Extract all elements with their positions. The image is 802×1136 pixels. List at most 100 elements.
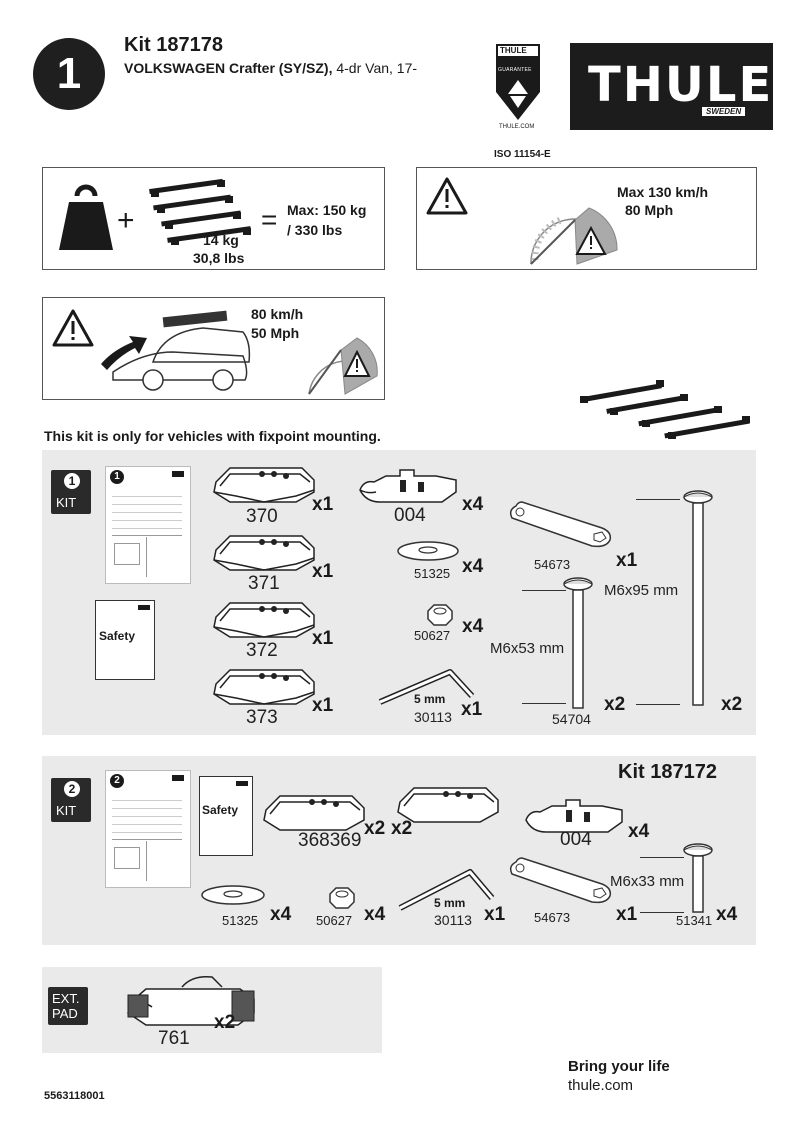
bolt-dimension-line — [522, 703, 566, 704]
ext-pad-tag: EXT. PAD — [48, 987, 88, 1025]
speedometer-icon — [308, 337, 378, 395]
ext-pad-qty: x2 — [214, 1012, 236, 1033]
max-load-kg: Max: 150 kg — [287, 202, 367, 218]
kit2-instruction-booklet: 2 — [105, 770, 191, 888]
clamp-number: 004 — [394, 505, 426, 526]
kit2-plate-number: 54673 — [534, 910, 571, 925]
vehicle-type: 4-dr Van, 17- — [332, 60, 418, 76]
plate-number: 54673 — [534, 557, 571, 572]
clamp-icon — [525, 799, 623, 833]
vehicle-line: VOLKSWAGEN Crafter (SY/SZ), 4-dr Van, 17… — [124, 60, 417, 76]
equals-sign: = — [261, 204, 278, 235]
clamp-icon — [359, 469, 457, 503]
foot-373-qty: x1 — [312, 695, 334, 716]
website-url: thule.com — [568, 1077, 634, 1094]
kit2-bolt-number: 51341 — [676, 913, 713, 928]
kit2-tag: 2 KIT — [51, 778, 91, 822]
kit2-allen-key-size: 5 mm — [434, 896, 466, 910]
kit1-instruction-booklet: 1 — [105, 466, 191, 584]
step-number-circle: 1 — [33, 38, 105, 110]
kit2-nut-number: 50627 — [316, 913, 353, 928]
kit2-allen-key-number: 30113 — [434, 912, 472, 928]
guarantee-label: GUARANTEE — [498, 67, 532, 73]
plus-sign: + — [117, 204, 135, 237]
kit2-allen-key-qty: x1 — [484, 904, 506, 925]
kit2-title: Kit 187172 — [618, 761, 717, 783]
speedometer-icon — [530, 207, 618, 265]
tagline: Bring your life — [568, 1058, 670, 1075]
kit2-bolt-qty: x4 — [716, 904, 738, 925]
kit2-tag-number: 2 — [64, 781, 80, 797]
plate-icon — [509, 501, 612, 548]
kit1-tag: 1 KIT — [51, 470, 91, 514]
foot-371-qty: x1 — [312, 561, 334, 582]
plate-icon — [509, 857, 612, 904]
allen-key-number: 30113 — [414, 709, 452, 725]
foot-pad-icon — [397, 787, 499, 823]
kit1-tag-number: 1 — [64, 473, 80, 489]
kit2-feet-qty-b: x2 — [391, 818, 413, 839]
kit-title: Kit 187178 — [124, 34, 223, 56]
kit-weight-kg: 14 kg — [203, 232, 239, 248]
bolt-dimension-line — [640, 912, 684, 913]
nut-qty: x4 — [462, 616, 484, 637]
nut-icon — [329, 887, 355, 909]
max-load-lbs: / 330 lbs — [287, 222, 343, 238]
max-load-box: + 14 kg 30,8 lbs = Max: 150 kg / 330 lbs — [42, 167, 385, 270]
guarantee-badge: THULE GUARANTEE THULE.COM — [494, 42, 542, 134]
bolt-icon — [683, 843, 713, 913]
nut-icon — [427, 604, 453, 626]
short-bolt-number: 54704 — [552, 711, 591, 727]
guarantee-brand: THULE — [500, 46, 527, 55]
foot-pad-icon — [213, 669, 315, 705]
short-bolt-dimension: M6x53 mm — [490, 640, 565, 657]
kit2-washer-number: 51325 — [222, 913, 259, 928]
foot-371-number: 371 — [248, 573, 280, 594]
foot-pad-icon — [263, 795, 365, 831]
clamp-qty: x4 — [462, 494, 484, 515]
allen-key-icon — [398, 869, 495, 911]
kit2-tag-label: KIT — [56, 803, 77, 818]
allen-key-size: 5 mm — [414, 692, 446, 706]
kit2-plate-qty: x1 — [616, 904, 638, 925]
wind-warning-box: 80 km/h 50 Mph — [42, 297, 385, 400]
max-speed-kmh: Max 130 km/h — [617, 184, 709, 200]
foot-pad-icon — [213, 535, 315, 571]
iso-standard: ISO 11154-E — [494, 149, 551, 160]
shield-icon — [496, 44, 540, 120]
foot-372-number: 372 — [246, 640, 278, 661]
kit2-panel: 2 KIT 2 Safety — [42, 756, 756, 945]
max-speed-box: Max 130 km/h 80 Mph — [416, 167, 757, 270]
kit1-panel: 1 KIT 1 Safety — [42, 450, 756, 735]
foot-370-qty: x1 — [312, 494, 334, 515]
guarantee-url: THULE.COM — [499, 124, 535, 130]
car-roof-box-icon — [101, 310, 251, 391]
ext-pad-icon — [127, 975, 255, 1026]
washer-qty: x4 — [462, 556, 484, 577]
warning-icon — [426, 177, 468, 215]
vehicle-model: VOLKSWAGEN Crafter (SY/SZ), — [124, 60, 333, 76]
bolt-dimension-line — [640, 857, 684, 858]
roof-bars-icon — [149, 178, 252, 245]
thule-logo: THULE SWEDEN — [570, 43, 773, 130]
washer-icon — [201, 885, 265, 905]
logo-country: SWEDEN — [702, 107, 746, 116]
bolt-icon — [563, 577, 593, 709]
foot-373-number: 373 — [246, 707, 278, 728]
kit2-safety-sheet: Safety — [199, 776, 253, 856]
foot-pad-icon — [213, 467, 315, 503]
logo-text: THULE — [588, 57, 774, 113]
long-bolt-qty: x2 — [721, 694, 743, 715]
ext-pad-tag-line2: PAD — [52, 1006, 78, 1021]
bolt-icon — [683, 490, 713, 706]
allen-key-icon — [378, 669, 475, 705]
plate-qty: x1 — [616, 550, 638, 571]
washer-number: 51325 — [414, 566, 451, 581]
kit2-feet-qty-a: x2 — [364, 818, 386, 839]
wind-speed-mph: 50 Mph — [251, 325, 300, 341]
washer-icon — [397, 541, 459, 561]
kit2-bolt-dimension: M6x33 mm — [610, 873, 685, 890]
foot-372-qty: x1 — [312, 628, 334, 649]
booklet-step: 1 — [110, 470, 124, 484]
kit1-tag-label: KIT — [56, 495, 77, 510]
